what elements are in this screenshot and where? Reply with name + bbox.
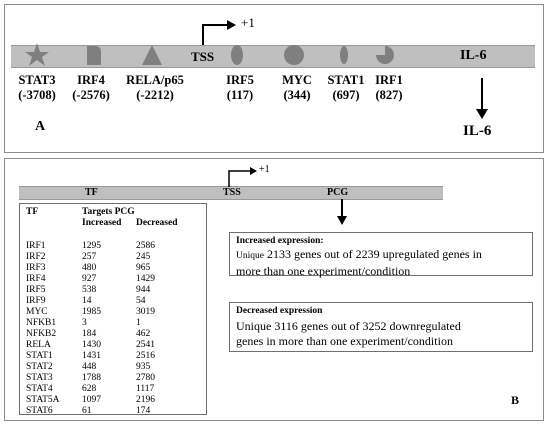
table-header-targets: Targets PCG: [82, 207, 135, 217]
panel-b-arrows: [228, 167, 347, 225]
pie-icon: [376, 46, 394, 64]
half-rounded-square-icon: [87, 46, 101, 65]
tss-arrow-icon: [228, 170, 250, 187]
increased-title: Increased expression:: [236, 236, 324, 246]
table-header-tf: TF: [26, 207, 39, 217]
star-icon: [25, 43, 49, 66]
tss-label: TSS: [223, 187, 241, 198]
il6-promoter-bar: [11, 45, 535, 68]
panel-b-letter: B: [511, 393, 520, 407]
tss-arrow-icon: [202, 24, 227, 45]
narrow-ellipse-icon: [340, 46, 348, 64]
table-header-decreased: Decreased: [136, 218, 178, 228]
decreased-expression-box: Decreased expression Unique 3116 genes o…: [229, 302, 533, 352]
panel-a: +1 TSS IL-6 STAT3(-3708) IRF4(-2576) REL…: [4, 4, 544, 153]
factor-label-stat3: STAT3(-3708): [18, 73, 56, 102]
tss-label: TSS: [191, 49, 215, 64]
decreased-text: Unique 3116 genes out of 3252 downregula…: [236, 319, 461, 348]
triangle-icon: [142, 45, 162, 65]
plus-one-label: +1: [241, 15, 255, 30]
decreased-title: Decreased expression: [236, 306, 323, 316]
il6-product-label: IL-6: [463, 123, 492, 139]
plus-one-label: +1: [259, 164, 270, 175]
ellipse-icon: [231, 45, 243, 65]
factor-label-irf5: IRF5(117): [226, 73, 254, 102]
table-header-increased: Increased: [82, 218, 122, 228]
il6-bar-label: IL-6: [460, 48, 487, 63]
increased-expression-box: Increased expression: Unique 2133 genes …: [229, 232, 533, 278]
factor-label-rela: RELA/p65(-2212): [126, 73, 184, 102]
circle-icon: [284, 45, 304, 65]
tf-header-label: TF: [85, 187, 98, 198]
panel-b: TF TSS +1 PCG TF Targets PCG Increased D…: [4, 158, 544, 421]
promoter-shapes: [25, 20, 488, 119]
increased-text: Unique 2133 genes out of 2239 upregulate…: [236, 247, 482, 278]
pcg-label: PCG: [327, 187, 349, 198]
factor-label-stat1: STAT1(697): [327, 73, 365, 102]
factor-label-irf1: IRF1(827): [375, 73, 403, 102]
factor-label-irf4: IRF4(-2576): [72, 73, 110, 102]
panel-a-letter: A: [35, 119, 46, 134]
factor-label-myc: MYC(344): [282, 73, 312, 102]
target-gene-bar: [19, 186, 443, 200]
